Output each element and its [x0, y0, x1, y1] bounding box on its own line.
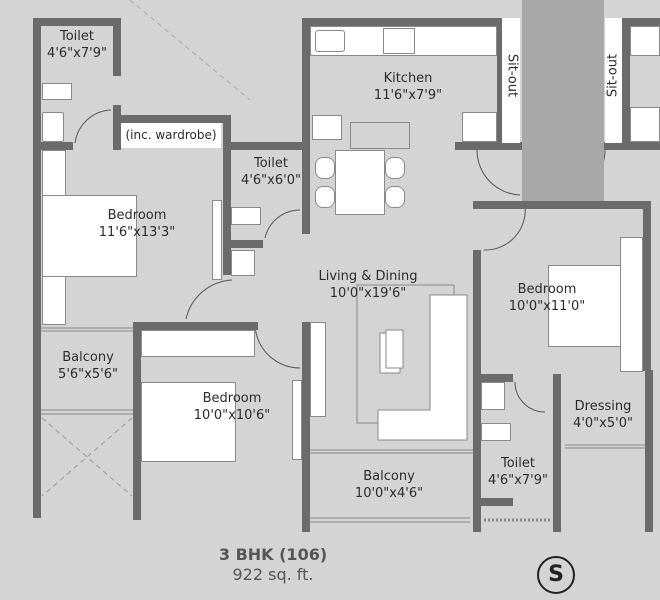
wall — [473, 374, 513, 382]
wall — [113, 18, 121, 76]
room-toilet-top-left: Toilet 4'6"x7'9" — [47, 29, 107, 61]
wall — [497, 18, 505, 148]
wall — [113, 115, 231, 123]
wall — [455, 142, 522, 150]
room-balcony-bottom: Balcony 10'0"x4'6" — [354, 469, 424, 501]
bed-master — [42, 195, 137, 277]
wardrobe — [620, 237, 643, 372]
wall — [302, 18, 310, 234]
wall — [223, 142, 303, 150]
sink-icon — [315, 30, 345, 52]
plan-title: 3 BHK (106) — [218, 545, 328, 564]
kitchen-fridge-side — [630, 107, 660, 142]
shower-icon — [481, 382, 505, 410]
tv-unit — [310, 322, 326, 417]
room-bedroom-bottom: Bedroom 10'0"x10'6" — [193, 391, 271, 423]
sitout-right-label: Sit-out — [605, 18, 622, 143]
dining-chair-icon — [385, 157, 405, 179]
wall — [302, 18, 502, 26]
room-toilet-middle: Toilet 4'6"x6'0" — [241, 156, 301, 188]
shower-icon — [231, 250, 255, 276]
tv-unit — [292, 380, 302, 460]
room-dressing: Dressing 4'0"x5'0" — [573, 399, 633, 431]
corridor — [522, 0, 604, 205]
kitchen-counter — [630, 26, 660, 56]
wardrobe — [141, 330, 255, 357]
wall — [33, 142, 73, 150]
compass-south-icon: S — [537, 556, 575, 594]
wall — [302, 322, 310, 532]
wall — [473, 250, 481, 532]
wall — [133, 322, 258, 330]
toilet-fixture-icon — [231, 207, 261, 225]
room-bedroom-master: Bedroom 11'6"x13'3" — [98, 208, 176, 240]
tv-unit — [212, 200, 222, 280]
dining-chair-icon — [385, 186, 405, 208]
dining-chair-icon — [315, 186, 335, 208]
kitchen-fridge-side — [462, 112, 497, 142]
wall — [604, 142, 660, 150]
dining-table — [335, 150, 385, 215]
wall — [33, 18, 121, 26]
wall — [33, 18, 41, 518]
wall — [645, 370, 653, 532]
kitchen-island — [350, 122, 410, 149]
plan-area: 922 sq. ft. — [232, 565, 314, 584]
wall — [113, 105, 121, 150]
wall — [473, 498, 513, 506]
wall — [223, 115, 231, 275]
wall — [133, 322, 141, 520]
room-toilet-bottom-right: Toilet 4'6"x7'9" — [488, 456, 548, 488]
wall — [622, 18, 660, 26]
wall — [223, 240, 263, 248]
wall — [553, 374, 561, 532]
wall — [643, 201, 651, 371]
shower-icon — [42, 112, 64, 142]
room-living-dining: Living & Dining 10'0"x19'6" — [318, 269, 418, 301]
dining-chair-icon — [315, 157, 335, 179]
room-balcony-left: Balcony 5'6"x5'6" — [58, 350, 118, 382]
wall — [622, 18, 630, 148]
fridge-icon — [312, 115, 342, 140]
toilet-fixture-icon — [42, 83, 72, 100]
room-bedroom-right: Bedroom 10'0"x11'0" — [508, 282, 586, 314]
sitout-left-label: Sit-out — [502, 18, 520, 143]
stove-icon — [383, 28, 415, 54]
bed-bottom — [141, 382, 236, 462]
wall — [473, 201, 643, 209]
toilet-fixture-icon — [481, 423, 511, 441]
room-kitchen: Kitchen 11'6"x7'9" — [373, 71, 443, 103]
wardrobe-note: (inc. wardrobe) — [121, 123, 221, 148]
